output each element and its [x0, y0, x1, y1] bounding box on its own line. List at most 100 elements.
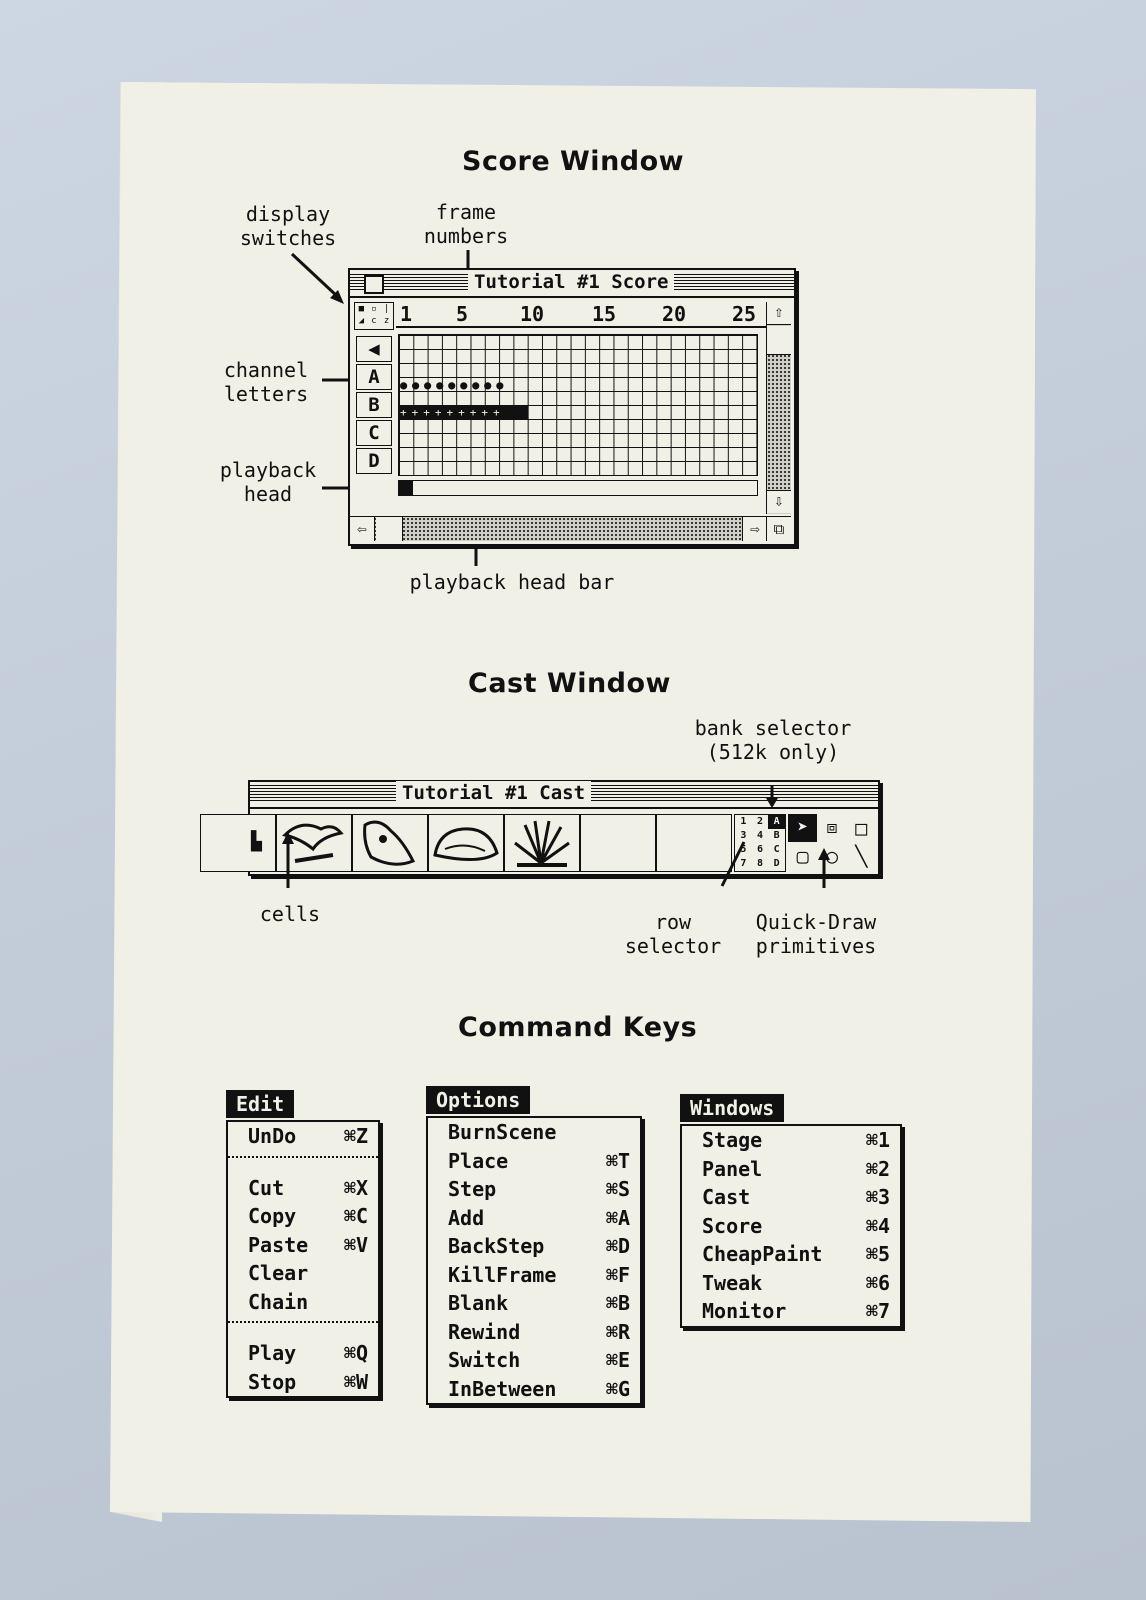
- edit-menu-list: UnDo⌘Z Cut⌘X Copy⌘C Paste⌘V Clear Chain …: [226, 1120, 380, 1398]
- cast-cell-rock[interactable]: [428, 814, 504, 872]
- vertical-scroll-thumb[interactable]: [767, 326, 791, 355]
- label-cells: cells: [259, 902, 321, 926]
- menu-item-undo[interactable]: UnDo⌘Z: [248, 1124, 368, 1148]
- oval-tool-icon[interactable]: ○: [825, 844, 839, 868]
- menu-item-killframe[interactable]: KillFrame⌘F: [448, 1262, 630, 1287]
- row-selector-6[interactable]: 6: [756, 844, 763, 855]
- cast-cell-empty[interactable]: [656, 814, 732, 872]
- menu-item-score[interactable]: Score⌘4: [702, 1213, 890, 1238]
- sprite-cells-row-a: ●●●●●●●●●: [400, 378, 509, 392]
- line-tool-icon[interactable]: ╲: [855, 844, 868, 868]
- text-tool-icon[interactable]: ⧈: [826, 817, 838, 838]
- menu-item-stage[interactable]: Stage⌘1: [702, 1128, 890, 1152]
- playback-head[interactable]: [399, 481, 413, 495]
- menu-item-place[interactable]: Place⌘T: [448, 1148, 630, 1173]
- row-bank-selector[interactable]: 1 2 A 3 4 B 5 6 C 7 8 D: [734, 814, 786, 872]
- menu-item-panel[interactable]: Panel⌘2: [702, 1156, 890, 1181]
- row-selector-4[interactable]: 4: [756, 830, 763, 841]
- menu-item-step[interactable]: Step⌘S: [448, 1177, 630, 1201]
- cast-window[interactable]: Tutorial #1 Cast ▙ 1 2 A 3 4 B 5 6 C 7 8…: [200, 780, 880, 876]
- menu-item-backstep[interactable]: BackStep⌘D: [448, 1234, 630, 1258]
- cast-cell-empty[interactable]: [580, 814, 656, 872]
- menu-separator: [228, 1321, 378, 1333]
- windows-menu-title[interactable]: Windows: [680, 1094, 785, 1122]
- row-selector-3[interactable]: 3: [740, 830, 747, 841]
- menu-item-add[interactable]: Add⌘A: [448, 1205, 630, 1230]
- menu-item-inbetween[interactable]: InBetween⌘G: [448, 1376, 630, 1401]
- bank-selector-c[interactable]: C: [773, 844, 780, 855]
- cast-heading: Cast Window: [468, 668, 671, 699]
- menu-item-copy[interactable]: Copy⌘C: [248, 1204, 368, 1228]
- label-bank-selector: bank selector(512k only): [694, 716, 852, 764]
- command-keys-heading: Command Keys: [458, 1012, 698, 1043]
- vertical-scrollbar[interactable]: ⇧ ⇩: [766, 302, 791, 514]
- menu-item-switch[interactable]: Switch⌘E: [448, 1348, 630, 1372]
- label-playback-head-bar: playback head bar: [409, 570, 615, 594]
- tempo-channel-icon[interactable]: ◀: [356, 336, 392, 362]
- menu-item-monitor[interactable]: Monitor⌘7: [702, 1299, 890, 1323]
- channel-letter-b[interactable]: B: [356, 392, 392, 418]
- frame-number: 5: [456, 302, 469, 326]
- frame-number: 10: [520, 302, 545, 326]
- menu-item-cheappaint[interactable]: CheapPaint⌘5: [702, 1242, 890, 1266]
- scroll-up-icon[interactable]: ⇧: [767, 302, 791, 325]
- menu-item-rewind[interactable]: Rewind⌘R: [448, 1319, 630, 1344]
- menu-item-clear[interactable]: Clear: [248, 1261, 309, 1285]
- menu-item-tweak[interactable]: Tweak⌘6: [702, 1270, 890, 1295]
- windows-menu-list: Stage⌘1 Panel⌘2 Cast⌘3 Score⌘4 CheapPain…: [680, 1124, 902, 1328]
- score-heading: Score Window: [462, 146, 685, 177]
- bank-selector-b[interactable]: B: [773, 830, 780, 841]
- channel-letter-d[interactable]: D: [356, 448, 392, 474]
- cast-cell-plant[interactable]: [504, 814, 580, 872]
- options-menu-title[interactable]: Options: [426, 1086, 531, 1114]
- frame-number: 20: [662, 302, 687, 326]
- menu-item-chain[interactable]: Chain: [248, 1289, 309, 1314]
- bank-selector-d[interactable]: D: [773, 858, 780, 869]
- frame-number: 15: [592, 302, 617, 326]
- playback-head-bar[interactable]: [398, 480, 758, 496]
- menu-item-blank[interactable]: Blank⌘B: [448, 1291, 630, 1315]
- bank-selector-a[interactable]: A: [768, 815, 785, 829]
- score-window-title: Tutorial #1 Score: [468, 270, 675, 294]
- row-selector-8[interactable]: 8: [756, 858, 763, 869]
- arrow-tool-icon[interactable]: ➤: [788, 814, 818, 842]
- frame-number: 25: [732, 302, 757, 326]
- menu-item-play[interactable]: Play⌘Q: [248, 1341, 368, 1365]
- scroll-down-icon[interactable]: ⇩: [767, 490, 791, 513]
- cast-cell-frog[interactable]: [352, 814, 428, 872]
- scroll-right-icon[interactable]: ⇨: [742, 517, 767, 541]
- horizontal-scroll-thumb[interactable]: [376, 517, 403, 541]
- menu-item-cast[interactable]: Cast⌘3: [702, 1185, 890, 1209]
- grow-box-icon[interactable]: ⧉: [766, 516, 791, 541]
- close-box-icon[interactable]: [364, 275, 384, 294]
- cast-cell[interactable]: ▙: [200, 814, 276, 872]
- row-selector-2[interactable]: 2: [756, 816, 763, 827]
- channel-letter-a[interactable]: A: [356, 364, 392, 390]
- menu-item-stop[interactable]: Stop⌘W: [248, 1369, 368, 1394]
- cast-annotation-arrows: [282, 786, 830, 888]
- row-selector-7[interactable]: 7: [740, 858, 747, 869]
- score-grid[interactable]: [398, 334, 758, 476]
- cast-window-title: Tutorial #1 Cast: [396, 781, 592, 805]
- scroll-left-icon[interactable]: ⇦: [350, 517, 375, 541]
- menu-item-burnscene[interactable]: BurnScene: [448, 1120, 557, 1144]
- rectangle-tool-icon[interactable]: □: [855, 816, 868, 840]
- menu-item-cut[interactable]: Cut⌘X: [248, 1175, 368, 1200]
- row-selector-1[interactable]: 1: [740, 816, 747, 827]
- edit-menu-title[interactable]: Edit: [226, 1090, 295, 1118]
- rounded-rectangle-tool-icon[interactable]: ▢: [796, 844, 809, 868]
- horizontal-scrollbar[interactable]: ⇦ ⇨: [350, 516, 767, 541]
- menu-item-paste[interactable]: Paste⌘V: [248, 1232, 368, 1257]
- channel-letter-c[interactable]: C: [356, 420, 392, 446]
- frame-number: 1: [400, 302, 413, 326]
- sprite-cells-row-b: +++++++++: [400, 406, 528, 420]
- row-selector-5[interactable]: 5: [740, 844, 747, 855]
